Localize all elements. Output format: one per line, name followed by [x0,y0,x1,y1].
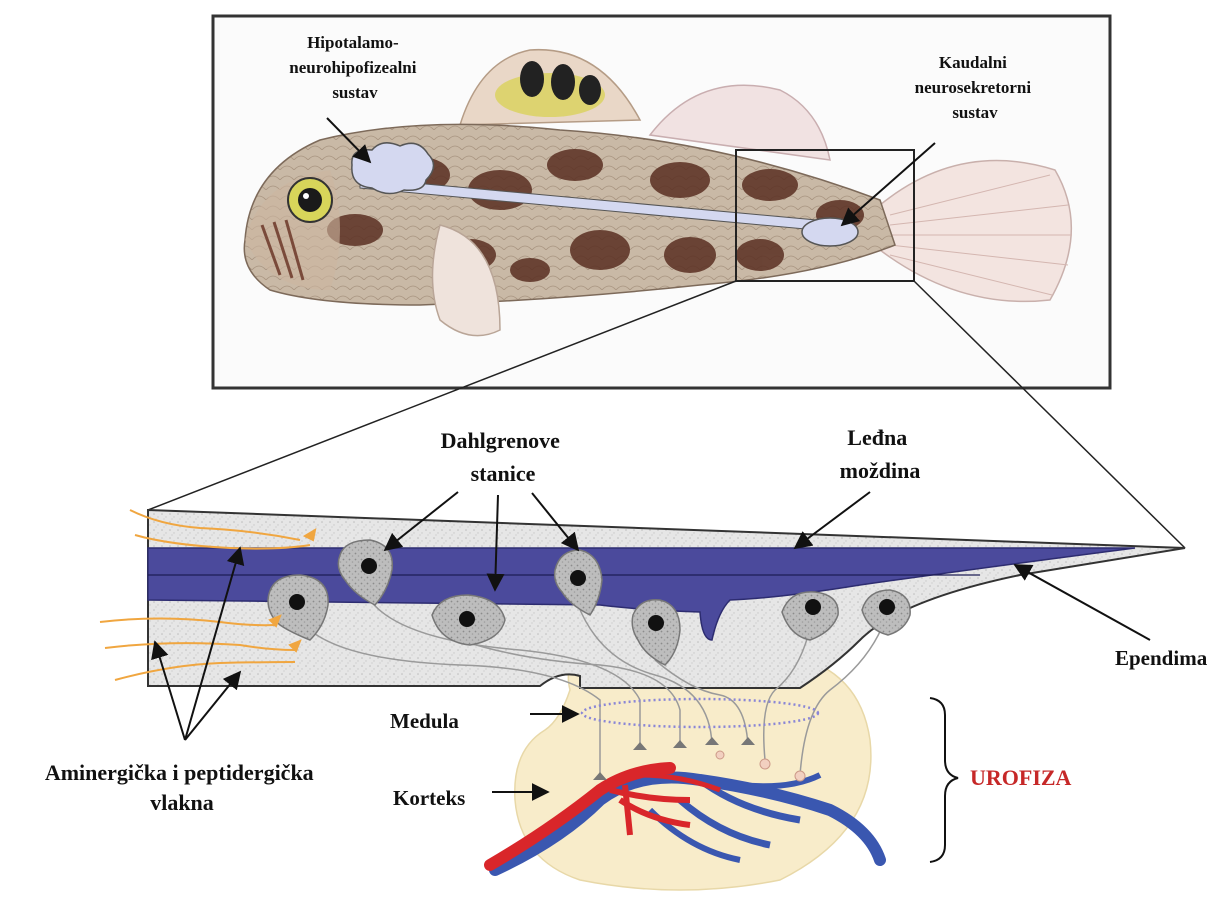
hypothalamic-system-blob [352,143,434,194]
ependyma-label: Ependima [1115,646,1208,670]
urophysis-brace [930,698,958,862]
detail-diagram: Dahlgrenove stanice Leđna moždina Ependi… [45,425,1208,890]
fibers-label: Aminergička i peptidergička vlakna [45,760,319,815]
fish-panel: Hipotalamo- neurohipofizealni sustav Kau… [213,16,1110,388]
dahlgren-label: Dahlgrenove stanice [441,428,566,486]
caudal-system-blob [802,218,858,246]
cortex-label: Korteks [393,786,465,810]
urophysis-label: UROFIZA [970,765,1072,790]
medulla-label: Medula [390,709,459,733]
ependyma-arrow [1015,565,1150,640]
spinal-cord-label: Leđna moždina [840,425,921,483]
